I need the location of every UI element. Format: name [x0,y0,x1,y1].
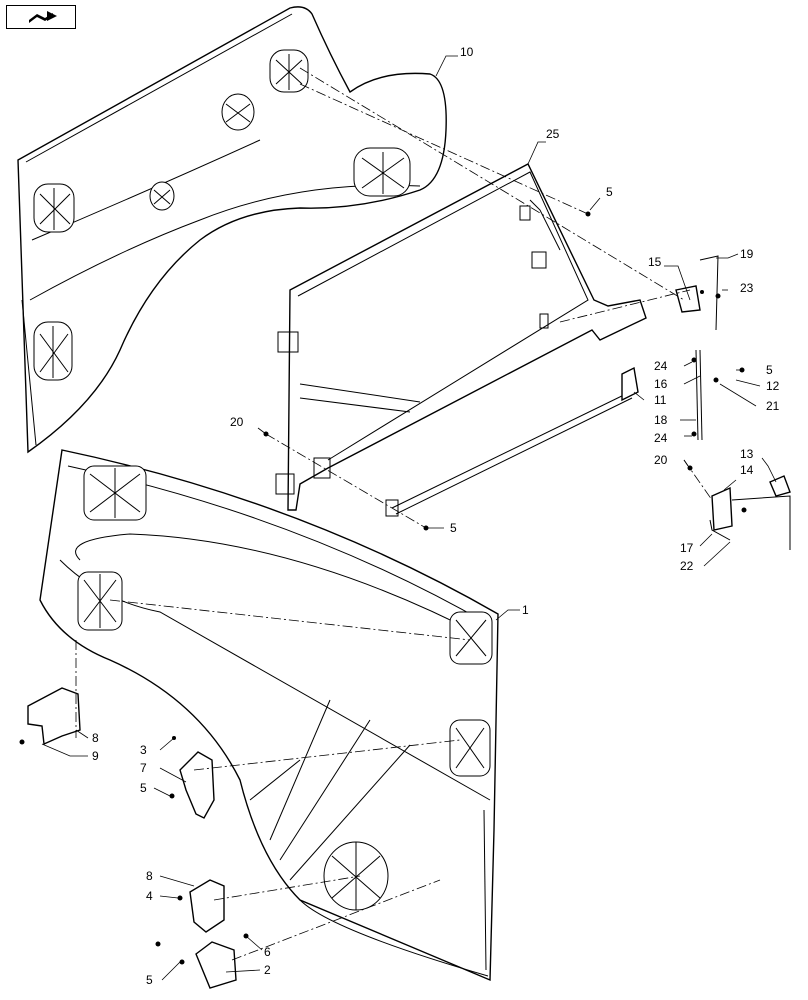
vent-grille [449,719,491,777]
callout-3: 3 [140,743,147,757]
callout-24: 24 [654,359,668,373]
vent-grille [83,465,147,521]
callout-10: 10 [460,45,474,59]
vent-grille [149,181,175,211]
callout-13: 13 [740,447,754,461]
mounting-bracket[interactable] [195,941,237,989]
mounting-bracket[interactable] [189,879,225,933]
callout-4: 4 [146,889,153,903]
vent-grille [221,93,255,131]
callout-labels: 10 25 5 19 15 23 24 5 16 12 11 21 18 24 … [92,45,780,987]
mounting-bracket[interactable] [27,687,81,746]
callout-20: 20 [654,453,668,467]
lower-latch-bracket[interactable] [709,475,791,550]
callout-21: 21 [766,399,780,413]
callout-5: 5 [140,781,147,795]
navigation-button[interactable] [6,5,76,29]
callout-23: 23 [740,281,754,295]
book-arrow-icon [29,11,57,23]
vent-grille [449,611,493,665]
callout-9: 9 [92,749,99,763]
rear-fender-panel[interactable] [17,6,447,454]
callout-14: 14 [740,463,754,477]
window-frame[interactable] [275,163,647,511]
callout-24: 24 [654,431,668,445]
callout-16: 16 [654,377,668,391]
callout-5: 5 [146,973,153,987]
vent-grille [323,841,389,911]
callout-5: 5 [606,185,613,199]
callout-15: 15 [648,255,662,269]
leader-lines [41,55,777,981]
vent-grille [269,49,309,93]
callout-12: 12 [766,379,780,393]
latch-rod-assembly[interactable] [675,255,719,441]
callout-19: 19 [740,247,754,261]
callout-22: 22 [680,559,694,573]
callout-20: 20 [230,415,244,429]
callout-1: 1 [522,603,529,617]
callout-5: 5 [450,521,457,535]
mounting-bracket[interactable] [179,751,215,819]
callout-8: 8 [92,731,99,745]
vent-grille [33,321,73,381]
vent-grille [33,183,75,233]
callout-6: 6 [264,945,271,959]
callout-17: 17 [680,541,694,555]
callout-11: 11 [654,393,667,407]
callout-2: 2 [264,963,271,977]
callout-25: 25 [546,127,560,141]
vent-grille [77,571,123,631]
callout-18: 18 [654,413,668,427]
callout-7: 7 [140,761,147,775]
vent-grille [353,147,411,197]
alignment-lines [75,67,713,961]
front-fender-panel[interactable] [39,449,499,982]
callout-5: 5 [766,363,773,377]
callout-8: 8 [146,869,153,883]
